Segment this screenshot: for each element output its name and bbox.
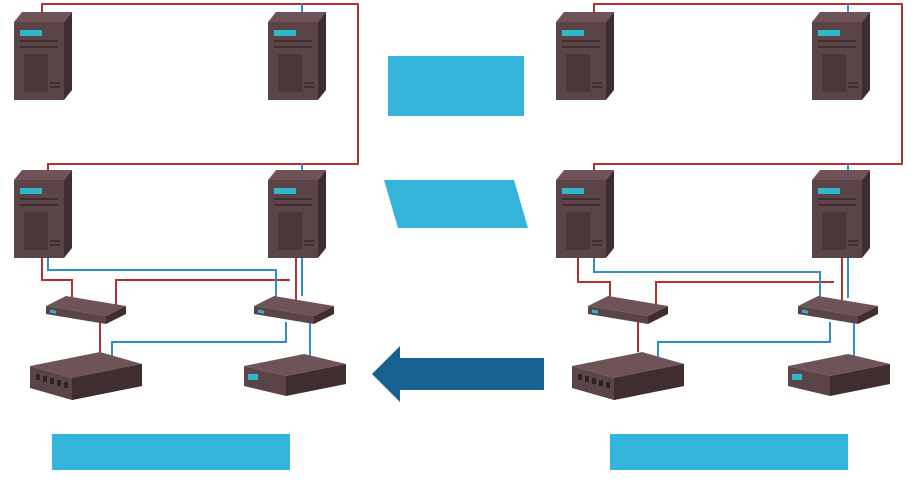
storage-array-icon: [572, 352, 684, 400]
switch-icon: [798, 296, 878, 324]
server-icon: [556, 12, 614, 100]
server-icon: [268, 170, 326, 258]
server-icon: [14, 12, 72, 100]
storage-unit-icon: [244, 354, 346, 396]
right-panel: [556, 3, 903, 470]
parallelogram-label-box: [384, 180, 528, 228]
server-icon: [556, 170, 614, 258]
middle-legend: [372, 56, 544, 402]
left-arrow-icon: [372, 346, 544, 402]
server-icon: [268, 12, 326, 100]
switch-icon: [46, 296, 126, 324]
left-links-red: [41, 3, 359, 352]
right-links-red: [577, 3, 903, 352]
right-caption-box: [610, 434, 848, 470]
left-caption-box: [52, 434, 290, 470]
server-icon: [812, 12, 870, 100]
server-icon: [14, 170, 72, 258]
server-icon: [812, 170, 870, 258]
storage-unit-icon: [788, 354, 890, 396]
left-panel: [14, 3, 359, 470]
top-label-box: [388, 56, 524, 116]
storage-array-icon: [30, 352, 142, 400]
switch-icon: [254, 296, 334, 324]
